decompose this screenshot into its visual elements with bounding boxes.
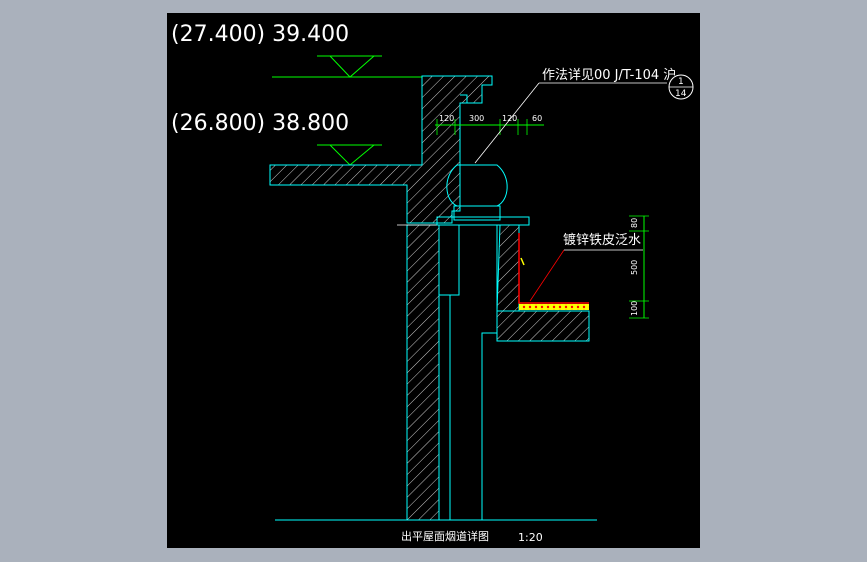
dim-h-4: 60 [532,114,542,123]
parapet [481,224,520,520]
detail-number: 1 [678,77,684,87]
dim-v-1: 80 [630,218,639,228]
chimney-cap [436,164,530,226]
title-scale: 1:20 [518,531,543,544]
dimension-horizontal: 120 300 120 60 [435,114,544,135]
roof-slab [269,75,493,224]
drawing-viewport[interactable]: (27.400) 39.400 (26.800) 38.800 [167,13,700,548]
level-mark-lower: (26.800) 38.800 [171,111,422,166]
sheet-number: 14 [675,89,687,99]
lower-slab [496,310,590,342]
dimension-vertical: 80 500 100 [629,215,649,319]
level-mark-upper: (27.400) 39.400 [171,22,422,78]
method-annotation: 作法详见00 J/T-104 沪 1 14 [474,67,694,164]
dim-v-2: 500 [630,260,639,275]
level-label-lower: (26.800) 38.800 [171,111,349,136]
drawing-title: 出平屋面烟道详图 1:20 [401,529,543,544]
chimney-wall [397,224,512,521]
method-ref-label: 作法详见00 J/T-104 沪 [542,67,676,83]
flashing-annotation: 镀锌铁皮泛水 [529,232,643,302]
flashing-label: 镀锌铁皮泛水 [563,232,641,248]
flashing [518,233,589,310]
dim-h-2: 300 [469,114,484,123]
title-name: 出平屋面烟道详图 [401,529,489,543]
cad-drawing: (27.400) 39.400 (26.800) 38.800 [171,22,694,544]
dim-v-3: 100 [630,301,639,316]
level-label-upper: (27.400) 39.400 [171,22,349,47]
dim-h-3: 120 [502,114,517,123]
dim-h-1: 120 [439,114,454,123]
